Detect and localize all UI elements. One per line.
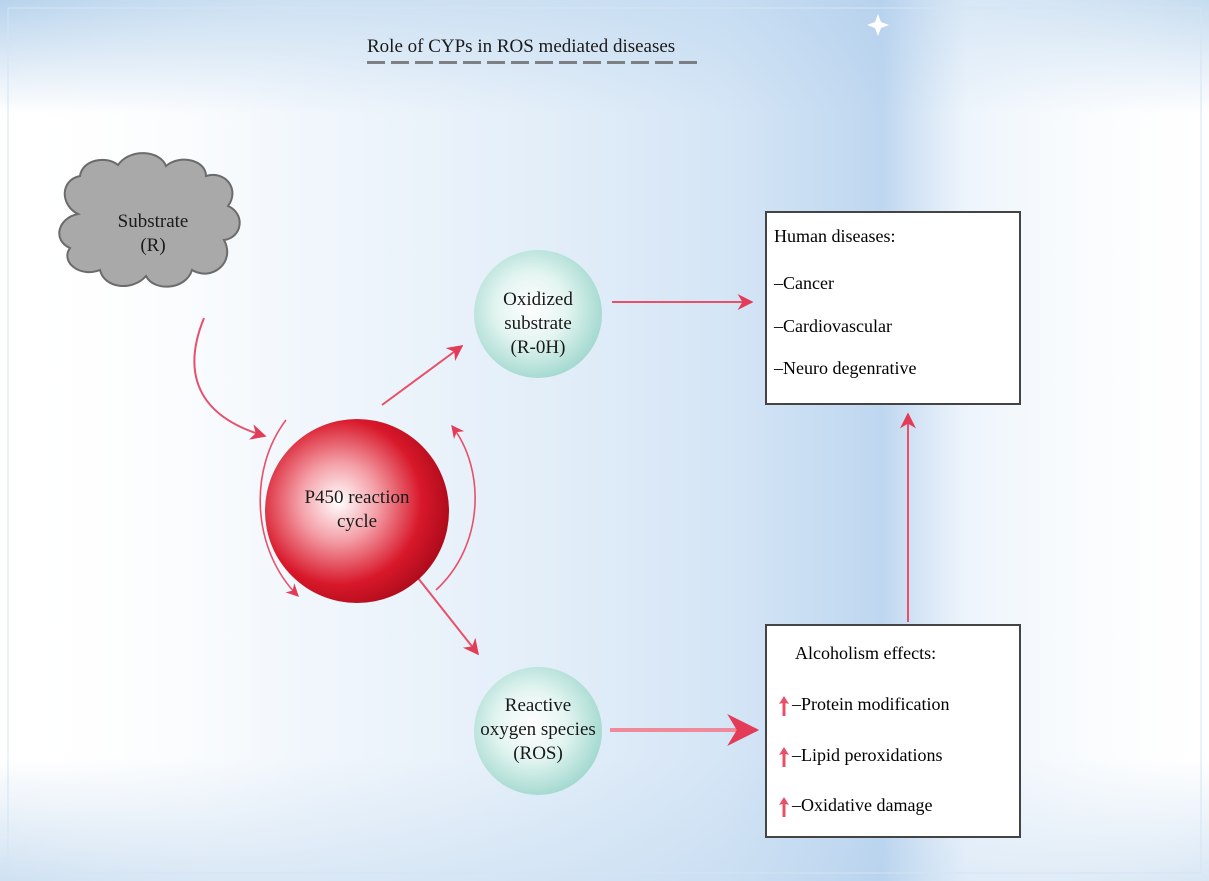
frame-border [7,7,1202,874]
alcoholism-effect-item: –Protein modification [792,694,950,714]
cycle-arc-right [435,424,476,591]
p450-sphere [265,419,449,603]
ros-line2: oxygen species [480,719,596,740]
ros-line1: Reactive [504,695,572,716]
oxidized-label: Oxidized substrate (R-0H) [468,288,608,360]
p450-line2: cycle [336,511,378,532]
human-diseases-box: Human diseases: –Cancer –Cardiovascular … [765,211,1021,405]
disease-item: –Neuro degenrative [774,358,917,378]
arrow-p450-to-ros [417,577,479,656]
diagram-title: Role of CYPs in ROS mediated diseases [367,36,676,57]
arrow-p450-to-oxidized [381,345,464,406]
increase-arrow-icon [779,696,789,716]
ros-sphere [474,667,602,795]
increase-arrow-icon [779,747,789,767]
title-underline [367,61,699,64]
substrate-line2: (R) [140,235,166,256]
alcoholism-effects-box: Alcoholism effects: –Protein modificatio… [765,624,1021,838]
alcoholism-heading: Alcoholism effects: [795,643,937,663]
sparkle-icon [867,14,889,36]
human-diseases-heading: Human diseases: [774,226,896,246]
substrate-cloud [58,152,241,288]
disease-item: –Cancer [774,273,834,293]
alcoholism-effect-item: –Oxidative damage [792,795,933,815]
p450-line1: P450 reaction [304,487,410,508]
oxidized-line1: Oxidized [503,289,573,310]
ros-label: Reactive oxygen species (ROS) [458,694,618,766]
disease-item: –Cardiovascular [774,316,892,336]
substrate-line1: Substrate [117,211,189,232]
cycle-arc-left [259,419,299,597]
arrow-substrate-to-p450 [193,317,267,440]
substrate-label: Substrate (R) [78,210,228,258]
alcoholism-effect-item: –Lipid peroxidations [792,745,943,765]
oxidized-line3: (R-0H) [510,337,566,358]
increase-arrow-icon [779,797,789,817]
ros-line3: (ROS) [513,743,563,764]
p450-label: P450 reaction cycle [282,486,432,534]
oxidized-sphere [474,250,602,378]
oxidized-line2: substrate [504,313,572,334]
